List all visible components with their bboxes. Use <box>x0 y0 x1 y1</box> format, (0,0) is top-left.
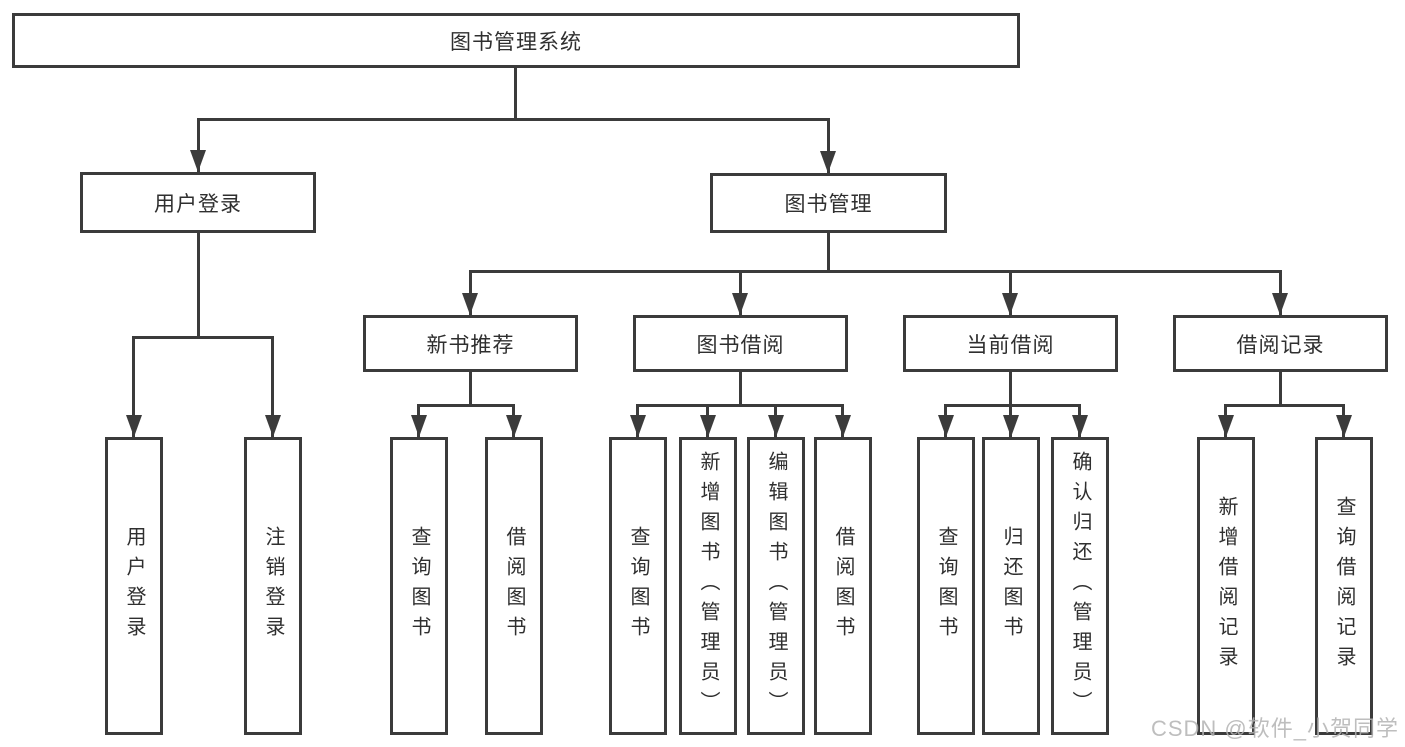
node-label: 注销登录 <box>262 526 284 646</box>
node-label: 当前借阅 <box>966 333 1055 357</box>
leaf-return-books: 归还图书 <box>982 437 1040 735</box>
node-new-book-recommend: 新书推荐 <box>363 315 578 372</box>
connector-segment <box>271 336 274 437</box>
node-label: 图书管理系统 <box>450 30 582 54</box>
arrow-down-icon <box>462 293 478 315</box>
connector-segment <box>197 233 200 336</box>
leaf-confirm-return-admin: 确认归还（管理员） <box>1051 437 1109 735</box>
leaf-edit-books-admin: 编辑图书（管理员） <box>747 437 805 735</box>
connector-segment <box>1009 270 1012 315</box>
connector-segment <box>1224 404 1344 407</box>
connector-segment <box>1279 270 1282 315</box>
csdn-watermark: CSDN @软件_小贺同学 <box>1150 716 1399 741</box>
arrow-down-icon <box>1003 415 1019 437</box>
node-book-management: 图书管理 <box>710 173 947 233</box>
node-book-borrowing: 图书借阅 <box>633 315 848 372</box>
connector-segment <box>827 118 830 173</box>
arrow-down-icon <box>126 415 142 437</box>
connector-segment <box>132 336 135 437</box>
node-label: 查询图书 <box>408 526 430 646</box>
node-label: 用户登录 <box>154 192 242 216</box>
arrow-down-icon <box>411 415 427 437</box>
arrow-down-icon <box>190 150 206 172</box>
arrow-down-icon <box>1272 293 1288 315</box>
node-label: 新增借阅记录 <box>1215 496 1237 676</box>
arrow-down-icon <box>265 415 281 437</box>
node-user-login: 用户登录 <box>80 172 316 233</box>
node-current-borrowing: 当前借阅 <box>903 315 1118 372</box>
connector-segment <box>469 372 472 404</box>
connector-segment <box>132 336 274 339</box>
arrow-down-icon <box>835 415 851 437</box>
leaf-user-login: 用户登录 <box>105 437 163 735</box>
leaf-query-books-3: 查询图书 <box>917 437 975 735</box>
node-borrowing-records: 借阅记录 <box>1173 315 1388 372</box>
node-label: 借阅图书 <box>832 526 854 646</box>
leaf-logout: 注销登录 <box>244 437 302 735</box>
arrow-down-icon <box>820 151 836 173</box>
arrow-down-icon <box>1072 415 1088 437</box>
connector-segment <box>197 118 200 172</box>
connector-segment <box>636 404 844 407</box>
node-label: 借阅图书 <box>503 526 525 646</box>
connector-segment <box>944 404 1081 407</box>
connector-segment <box>469 270 472 315</box>
node-label: 图书借阅 <box>696 333 785 357</box>
connector-segment <box>739 270 742 315</box>
leaf-query-books-2: 查询图书 <box>609 437 667 735</box>
node-label: 确认归还（管理员） <box>1069 451 1091 721</box>
leaf-add-books-admin: 新增图书（管理员） <box>679 437 737 735</box>
node-label: 归还图书 <box>1000 526 1022 646</box>
node-label: 用户登录 <box>123 526 145 646</box>
arrow-down-icon <box>768 415 784 437</box>
connector-segment <box>827 233 830 273</box>
arrow-down-icon <box>1002 293 1018 315</box>
arrow-down-icon <box>1336 415 1352 437</box>
connector-segment <box>469 270 1282 273</box>
connector-segment <box>1279 372 1282 404</box>
node-label: 新书推荐 <box>426 333 515 357</box>
leaf-query-books-1: 查询图书 <box>390 437 448 735</box>
node-label: 编辑图书（管理员） <box>765 451 787 721</box>
arrow-down-icon <box>630 415 646 437</box>
arrow-down-icon <box>732 293 748 315</box>
node-label: 借阅记录 <box>1236 333 1325 357</box>
arrow-down-icon <box>506 415 522 437</box>
leaf-borrow-books-2: 借阅图书 <box>814 437 872 735</box>
node-label: 查询图书 <box>935 526 957 646</box>
node-label: 图书管理 <box>784 193 873 216</box>
leaf-borrow-books-1: 借阅图书 <box>485 437 543 735</box>
arrow-down-icon <box>938 415 954 437</box>
arrow-down-icon <box>700 415 716 437</box>
connector-segment <box>1009 372 1012 404</box>
connector-segment <box>739 372 742 404</box>
node-label: 查询借阅记录 <box>1333 496 1355 676</box>
connector-segment <box>197 118 830 121</box>
leaf-query-borrow-record: 查询借阅记录 <box>1315 437 1373 735</box>
connector-segment <box>514 68 517 118</box>
node-label: 查询图书 <box>627 526 649 646</box>
node-library-management-system: 图书管理系统 <box>12 13 1020 68</box>
arrow-down-icon <box>1218 415 1234 437</box>
connector-segment <box>417 404 515 407</box>
leaf-add-borrow-record: 新增借阅记录 <box>1197 437 1255 735</box>
node-label: 新增图书（管理员） <box>697 451 719 721</box>
